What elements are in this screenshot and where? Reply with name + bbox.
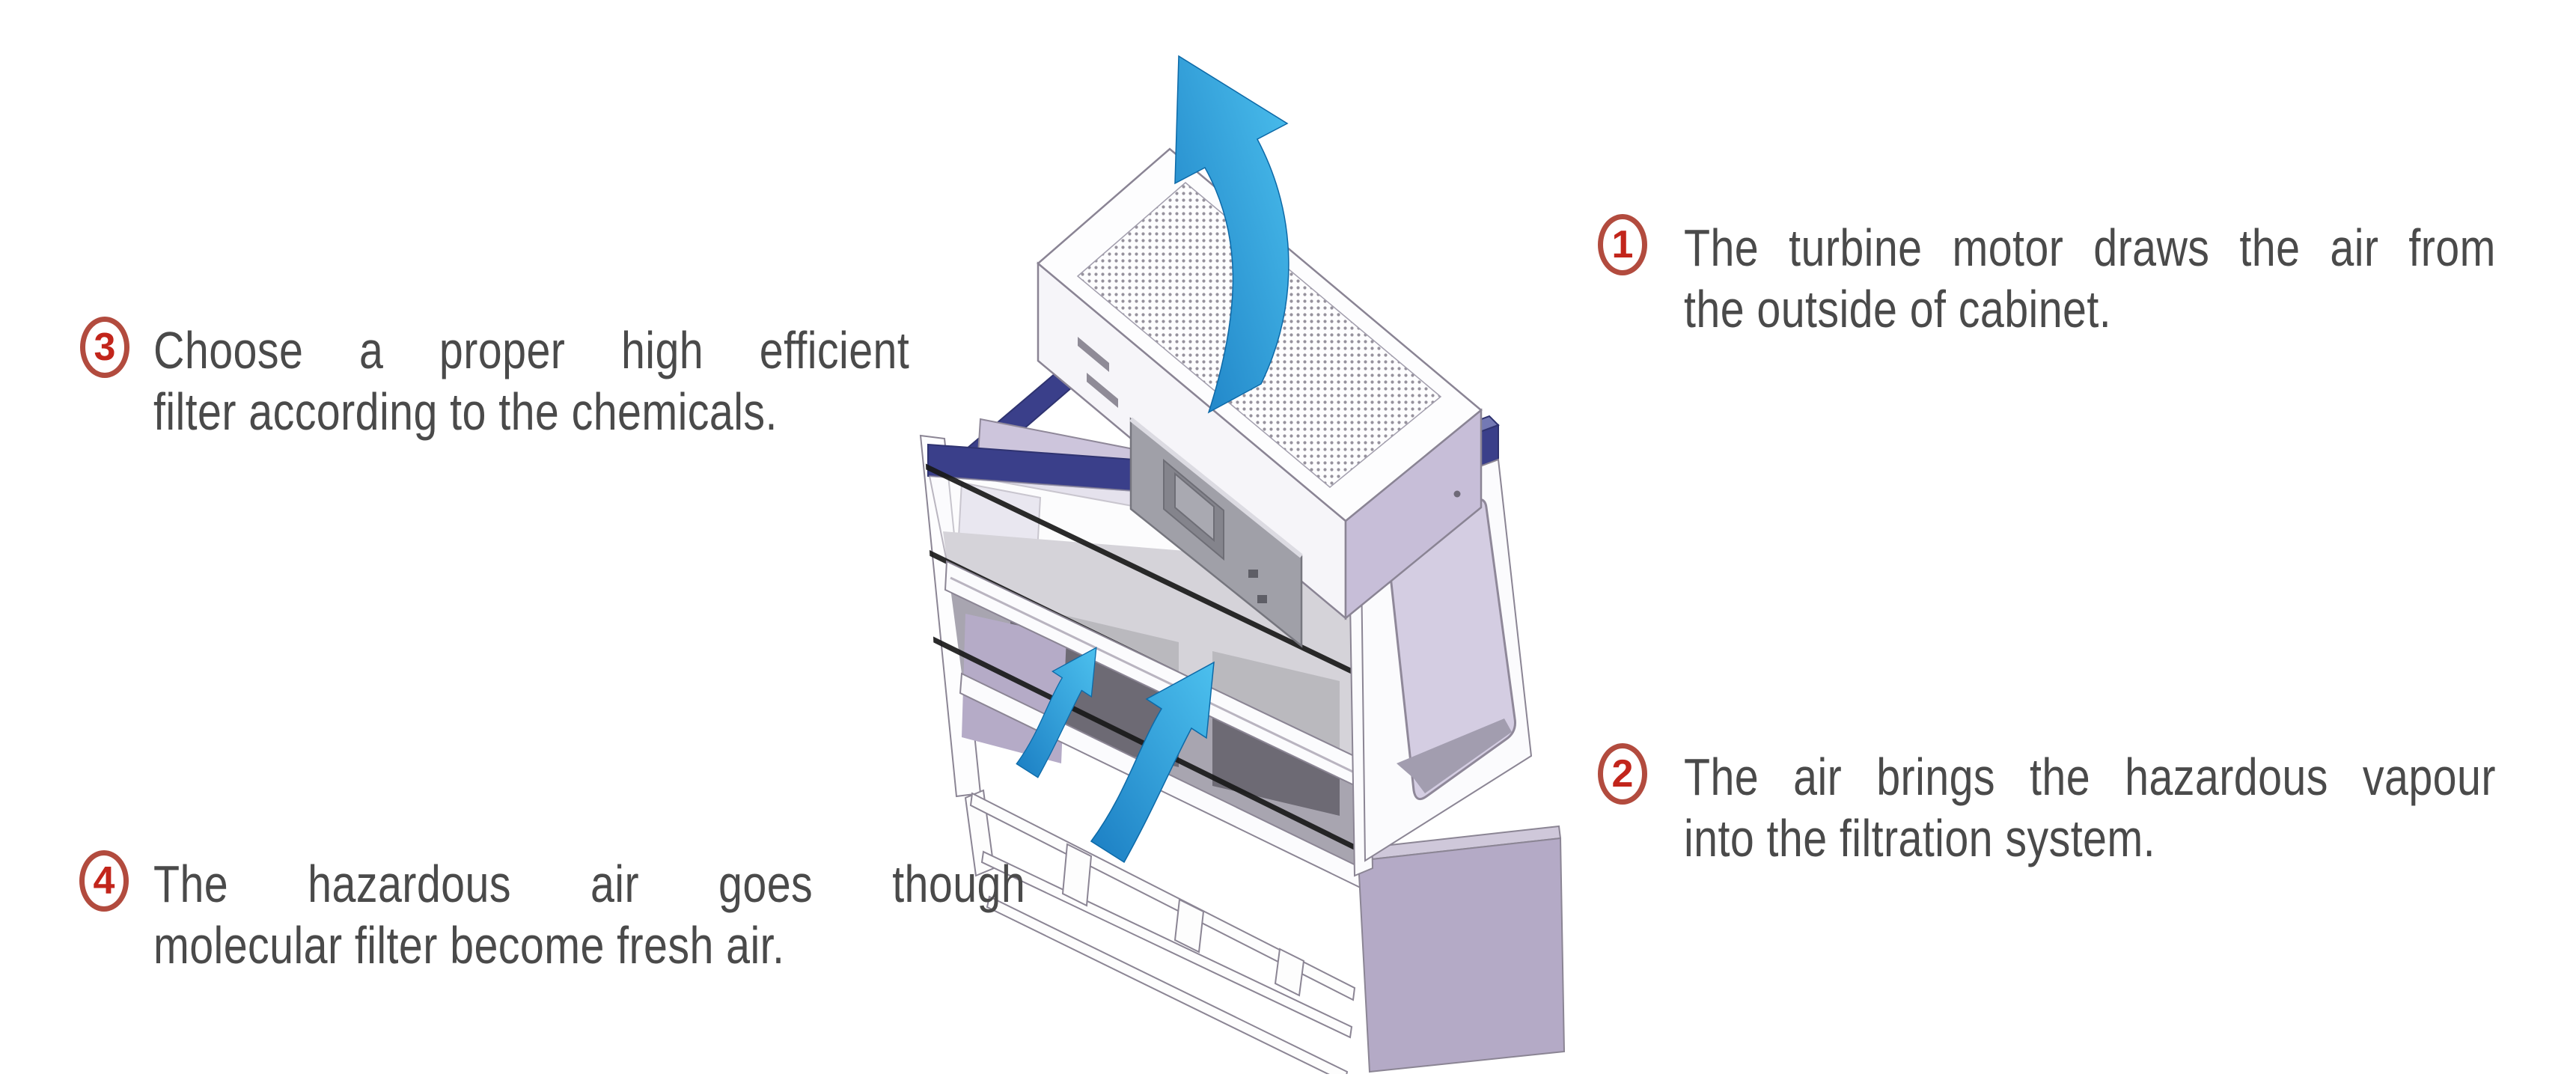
step-2-badge: 2 [1598,743,1647,805]
base-right-side-panel [1355,825,1566,1073]
step-3-badge: 3 [80,317,129,378]
annotation-2-line-1: The air brings the hazardous vapour [1684,748,2496,806]
annotation-4-line-2: molecular filter become fresh air. [153,916,785,974]
annotation-step-3: Choose a proper high efficient filter ac… [153,320,1075,442]
step-1-badge: 1 [1598,214,1647,275]
fume-hood-illustration [919,55,1566,1074]
base-stand-frame [964,789,1356,1074]
annotation-2-line-2: into the filtration system. [1684,809,2155,867]
control-button [1248,570,1258,578]
annotation-1-line-2: the outside of cabinet. [1684,280,2112,338]
annotation-3-line-2: filter according to the chemicals. [153,382,778,441]
exhaust-airflow-arrow-icon [1174,55,1289,414]
vent-slot [1087,373,1118,408]
annotation-step-4: The hazardous air goes though molecular … [153,853,1217,976]
intake-airflow-arrow-icon [1090,661,1215,864]
step-4-badge: 4 [79,850,129,912]
control-button [1257,595,1267,603]
annotation-step-2: The air brings the hazardous vapour into… [1684,746,2576,869]
control-panel [1129,417,1303,648]
annotation-4-line-1: The hazardous air goes though [153,855,1026,913]
annotation-1-line-1: The turbine motor draws the air from [1684,219,2496,277]
annotation-step-1: The turbine motor draws the air from the… [1684,217,2576,340]
annotation-3-line-1: Choose a proper high efficient [153,321,910,379]
intake-airflow-arrow-small-icon [1016,647,1097,778]
vent-slot [1078,337,1109,372]
